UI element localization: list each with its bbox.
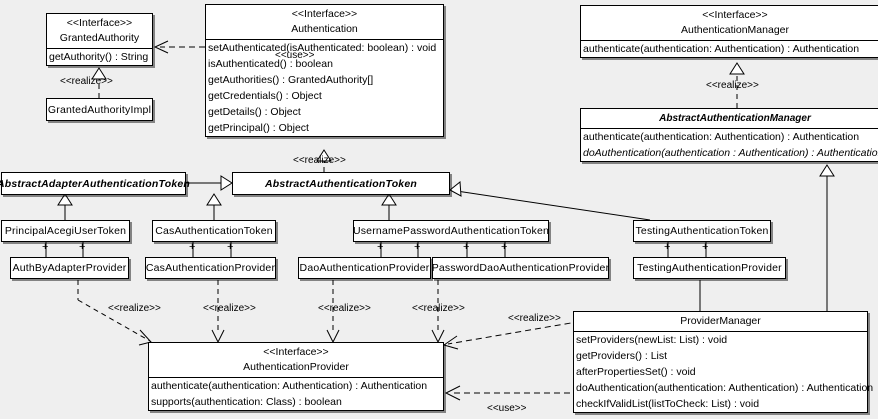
relationship-label-realize-cas-provider: <<realize>> bbox=[203, 303, 256, 314]
class-name: ProviderManager bbox=[680, 315, 761, 327]
multiplicity-marker: + bbox=[463, 241, 470, 253]
class-box-testing-authentication-token[interactable]: TestingAuthenticationToken bbox=[633, 220, 771, 242]
class-box-granted-authority[interactable]: <<Interface>> GrantedAuthority getAuthor… bbox=[46, 13, 153, 66]
class-header: <<Interface>> Authentication bbox=[206, 5, 443, 39]
operations-compartment: authenticate(authentication: Authenticat… bbox=[149, 378, 443, 410]
operation: supports(authentication: Class) : boolea… bbox=[151, 396, 342, 408]
class-name: Authentication bbox=[291, 23, 358, 35]
operation: checkIfValidList(listToCheck: List) : vo… bbox=[576, 398, 760, 410]
class-header: AbstractAuthenticationManager bbox=[581, 109, 878, 128]
class-box-authentication-manager[interactable]: <<Interface>> AuthenticationManager auth… bbox=[580, 5, 878, 58]
multiplicity-marker: + bbox=[377, 241, 384, 253]
multiplicity-marker: + bbox=[189, 241, 196, 253]
class-name: CasAuthenticationToken bbox=[155, 225, 273, 237]
class-name: AbstractAuthenticationManager bbox=[659, 113, 811, 124]
class-box-principal-acegi-user-token[interactable]: PrincipalAcegiUserToken bbox=[1, 220, 130, 242]
operations-compartment: getAuthority() : String bbox=[47, 49, 152, 65]
class-box-authentication[interactable]: <<Interface>> Authentication setAuthenti… bbox=[205, 4, 444, 137]
class-name: PasswordDaoAuthenticationProvider bbox=[431, 262, 610, 274]
relationship-label-realize-granted-authority-impl: <<realize>> bbox=[60, 76, 113, 87]
class-box-abstract-adapter-authentication-token[interactable]: AbstractAdapterAuthenticationToken bbox=[0, 172, 190, 195]
compartment-separator bbox=[574, 331, 867, 332]
compartment-separator bbox=[47, 48, 152, 49]
class-box-abstract-authentication-token[interactable]: AbstractAuthenticationToken bbox=[232, 172, 450, 195]
class-header: ProviderManager bbox=[574, 312, 867, 331]
class-name: TestingAuthenticationProvider bbox=[637, 262, 782, 274]
relationship-label-realize-dao-provider: <<realize>> bbox=[318, 303, 371, 314]
multiplicity-marker: + bbox=[664, 241, 671, 253]
class-stereotype: <<Interface>> bbox=[291, 8, 358, 20]
multiplicity-marker: + bbox=[42, 241, 49, 253]
relationship-label-realize-password-dao-provider: <<realize>> bbox=[412, 303, 465, 314]
operation: setProviders(newList: List) : void bbox=[576, 334, 728, 346]
class-box-auth-by-adapter-provider[interactable]: AuthByAdapterProvider bbox=[10, 257, 129, 279]
operation: doAuthentication(authentication : Authen… bbox=[583, 147, 878, 159]
class-name: GrantedAuthority bbox=[59, 32, 140, 44]
class-stereotype: <<Interface>> bbox=[263, 346, 329, 358]
class-box-provider-manager[interactable]: ProviderManager setProviders(newList: Li… bbox=[573, 311, 874, 413]
class-box-cas-authentication-provider[interactable]: CasAuthenticationProvider bbox=[145, 257, 276, 279]
operation: getProviders() : List bbox=[576, 350, 668, 362]
class-box-authentication-provider[interactable]: <<Interface>> AuthenticationProvider aut… bbox=[148, 342, 444, 411]
operation: setAuthenticated(isAuthenticated: boolea… bbox=[208, 42, 437, 54]
operations-compartment: setProviders(newList: List) : void getPr… bbox=[574, 332, 874, 412]
relationship-label-realize-authentication-manager: <<realize>> bbox=[706, 80, 759, 91]
class-box-password-dao-authentication-provider[interactable]: PasswordDaoAuthenticationProvider bbox=[432, 257, 609, 279]
class-box-cas-authentication-token[interactable]: CasAuthenticationToken bbox=[152, 220, 276, 242]
operation: getCredentials() : Object bbox=[208, 90, 322, 102]
operation: authenticate(authentication: Authenticat… bbox=[583, 131, 860, 143]
class-name: AbstractAuthenticationToken bbox=[264, 177, 418, 190]
compartment-separator bbox=[581, 128, 878, 129]
operation: authenticate(authentication: Authenticat… bbox=[151, 380, 428, 392]
class-box-testing-authentication-provider[interactable]: TestingAuthenticationProvider bbox=[633, 257, 786, 279]
class-stereotype: <<Interface>> bbox=[702, 9, 768, 21]
class-name: PrincipalAcegiUserToken bbox=[4, 225, 127, 237]
operations-compartment: setAuthenticated(isAuthenticated: boolea… bbox=[206, 40, 443, 136]
operation: getDetails() : Object bbox=[208, 106, 301, 118]
operation: getAuthorities() : GrantedAuthority[] bbox=[208, 74, 374, 86]
class-box-dao-authentication-provider[interactable]: DaoAuthenticationProvider bbox=[298, 257, 431, 279]
class-name: AuthByAdapterProvider bbox=[12, 262, 127, 274]
class-header: <<Interface>> AuthenticationManager bbox=[581, 6, 878, 40]
compartment-separator bbox=[581, 40, 878, 41]
multiplicity-marker: + bbox=[227, 241, 234, 253]
compartment-separator bbox=[149, 377, 443, 378]
relationship-label-realize-authentication: <<realize>> bbox=[293, 155, 346, 166]
operations-compartment: authenticate(authentication: Authenticat… bbox=[581, 41, 878, 57]
class-header: <<Interface>> GrantedAuthority bbox=[47, 14, 152, 48]
operation: isAuthenticated() : boolean bbox=[208, 58, 333, 70]
multiplicity-marker: + bbox=[79, 241, 86, 253]
class-stereotype: <<Interface>> bbox=[66, 17, 133, 29]
class-name: GrantedAuthorityImpl bbox=[47, 103, 152, 116]
class-box-granted-authority-impl[interactable]: GrantedAuthorityImpl bbox=[46, 98, 153, 121]
operations-compartment: authenticate(authentication: Authenticat… bbox=[581, 129, 878, 161]
operation: getPrincipal() : Object bbox=[208, 122, 309, 134]
class-name: DaoAuthenticationProvider bbox=[299, 262, 430, 274]
class-name: AuthenticationProvider bbox=[243, 361, 349, 373]
operation: afterPropertiesSet() : void bbox=[576, 366, 696, 378]
class-name: UsernamePasswordAuthenticationToken bbox=[352, 225, 550, 237]
relationship-label-use-provider-manager: <<use>> bbox=[487, 403, 527, 414]
class-header: <<Interface>> AuthenticationProvider bbox=[149, 343, 443, 377]
multiplicity-marker: + bbox=[414, 241, 421, 253]
multiplicity-marker: + bbox=[702, 241, 709, 253]
relationship-label-realize-provider-manager: <<realize>> bbox=[508, 313, 561, 324]
class-box-abstract-authentication-manager[interactable]: AbstractAuthenticationManager authentica… bbox=[580, 108, 878, 162]
relationship-label-use-granted-authority: <<use>> bbox=[275, 50, 315, 61]
operation: authenticate(authentication: Authenticat… bbox=[583, 43, 860, 55]
relationship-label-realize-auth-by-adapter: <<realize>> bbox=[108, 303, 161, 314]
operation: getAuthority() : String bbox=[49, 51, 149, 63]
multiplicity-marker: + bbox=[501, 241, 508, 253]
class-name: AbstractAdapterAuthenticationToken bbox=[0, 177, 191, 190]
class-name: TestingAuthenticationToken bbox=[635, 225, 769, 237]
compartment-separator bbox=[206, 39, 443, 40]
class-name: CasAuthenticationProvider bbox=[145, 262, 276, 274]
operation: doAuthentication(authentication: Authent… bbox=[576, 382, 874, 394]
class-name: AuthenticationManager bbox=[681, 24, 789, 36]
class-box-username-password-authentication-token[interactable]: UsernamePasswordAuthenticationToken bbox=[353, 220, 549, 242]
